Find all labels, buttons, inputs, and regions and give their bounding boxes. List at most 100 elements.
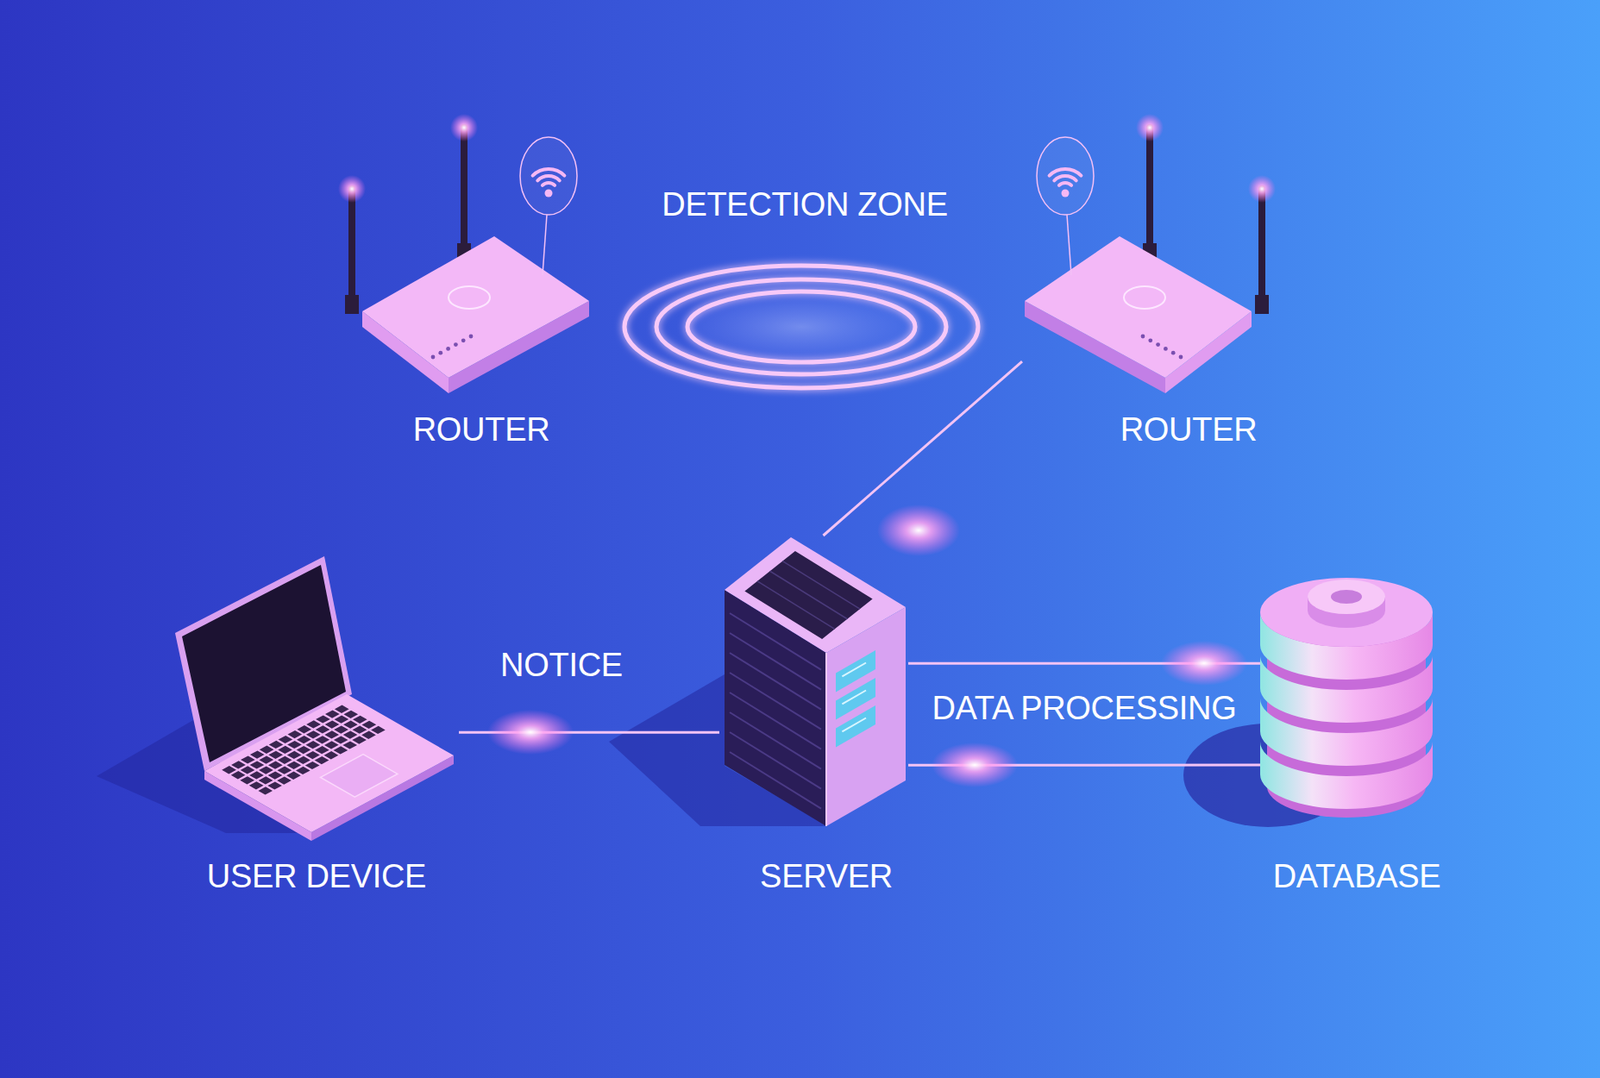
node-outline — [1260, 570, 1434, 822]
router-node: ROUTER — [1022, 122, 1278, 389]
database-hole — [1330, 589, 1362, 604]
zone-ring — [624, 265, 979, 389]
server-shadow — [608, 674, 829, 827]
key — [352, 726, 368, 735]
antenna — [1146, 127, 1154, 258]
zone-ring — [687, 291, 916, 363]
line-glow — [487, 709, 574, 755]
antenna-glow — [1135, 113, 1164, 142]
database-disc — [1260, 655, 1433, 723]
key — [277, 746, 293, 754]
key — [334, 705, 350, 714]
key — [306, 730, 321, 739]
screen-line — [841, 663, 866, 678]
key — [370, 726, 386, 735]
router-node: ROUTER — [336, 122, 592, 389]
server-edge — [825, 652, 828, 827]
key — [268, 761, 283, 770]
laptop-deck — [204, 694, 454, 833]
node-label: ROUTER — [1120, 412, 1258, 449]
shape-g — [1024, 113, 1276, 394]
key — [267, 781, 283, 790]
rack-line — [729, 712, 822, 770]
edge-label: NOTICE — [500, 647, 623, 684]
panel-line — [782, 561, 860, 609]
database-node: DATABASE — [1260, 570, 1434, 822]
rack-line — [729, 752, 822, 810]
screen-line — [841, 690, 866, 705]
key — [249, 771, 264, 779]
database-top — [1260, 577, 1433, 647]
key — [288, 730, 303, 739]
antenna-glow — [450, 113, 478, 142]
key — [287, 740, 302, 749]
key — [361, 731, 377, 740]
leader-line — [542, 214, 547, 276]
laptop-node: USER DEVICE — [173, 556, 459, 832]
server-screen — [835, 705, 876, 748]
node-outline — [622, 263, 980, 390]
server-screen — [835, 650, 876, 693]
key — [306, 740, 321, 749]
key — [314, 746, 330, 754]
wifi-bubble — [1036, 137, 1094, 215]
router-led — [453, 342, 459, 347]
database-disc — [1260, 698, 1433, 766]
antenna-base — [345, 294, 359, 314]
router-led — [469, 334, 474, 339]
key — [343, 731, 358, 740]
rack-line — [729, 652, 822, 710]
key — [240, 755, 256, 764]
antenna — [1258, 188, 1266, 308]
key — [277, 756, 293, 765]
touchpad — [320, 754, 398, 797]
router-led — [445, 346, 451, 352]
key — [258, 765, 274, 774]
key — [239, 776, 255, 785]
rack-line — [729, 732, 822, 790]
router-led — [1141, 334, 1146, 339]
key — [342, 740, 358, 749]
node-label: USER DEVICE — [207, 859, 427, 896]
key — [240, 765, 256, 774]
rack-line — [729, 692, 822, 750]
leader-line — [1066, 214, 1072, 276]
database-shadow — [1183, 723, 1353, 828]
key — [268, 771, 283, 780]
key — [259, 746, 275, 754]
key — [324, 740, 339, 749]
key — [295, 756, 311, 765]
laptop-shadow — [96, 707, 313, 834]
wifi-dot — [545, 189, 553, 198]
key — [343, 721, 358, 729]
node-outline — [336, 122, 592, 389]
laptop-side — [311, 755, 454, 841]
key — [352, 715, 368, 724]
wifi-bubble — [520, 137, 578, 215]
node-label: DETECTION ZONE — [661, 187, 948, 224]
node-outline — [719, 535, 909, 827]
router-led — [1163, 346, 1168, 352]
router-top — [362, 236, 590, 378]
key — [286, 771, 302, 780]
antenna — [460, 127, 468, 258]
key — [278, 735, 294, 744]
key — [249, 781, 264, 790]
edge-label: DATA PROCESSING — [931, 690, 1237, 728]
key — [257, 786, 273, 795]
key — [269, 740, 284, 749]
key — [231, 771, 246, 779]
key — [295, 766, 311, 775]
screen-line — [841, 718, 866, 733]
wifi-arc — [1054, 175, 1076, 181]
key — [305, 761, 320, 770]
key — [314, 735, 330, 744]
database-hub — [1307, 596, 1386, 628]
key — [296, 735, 312, 744]
rack-line — [729, 613, 822, 671]
database-core — [1267, 612, 1426, 818]
